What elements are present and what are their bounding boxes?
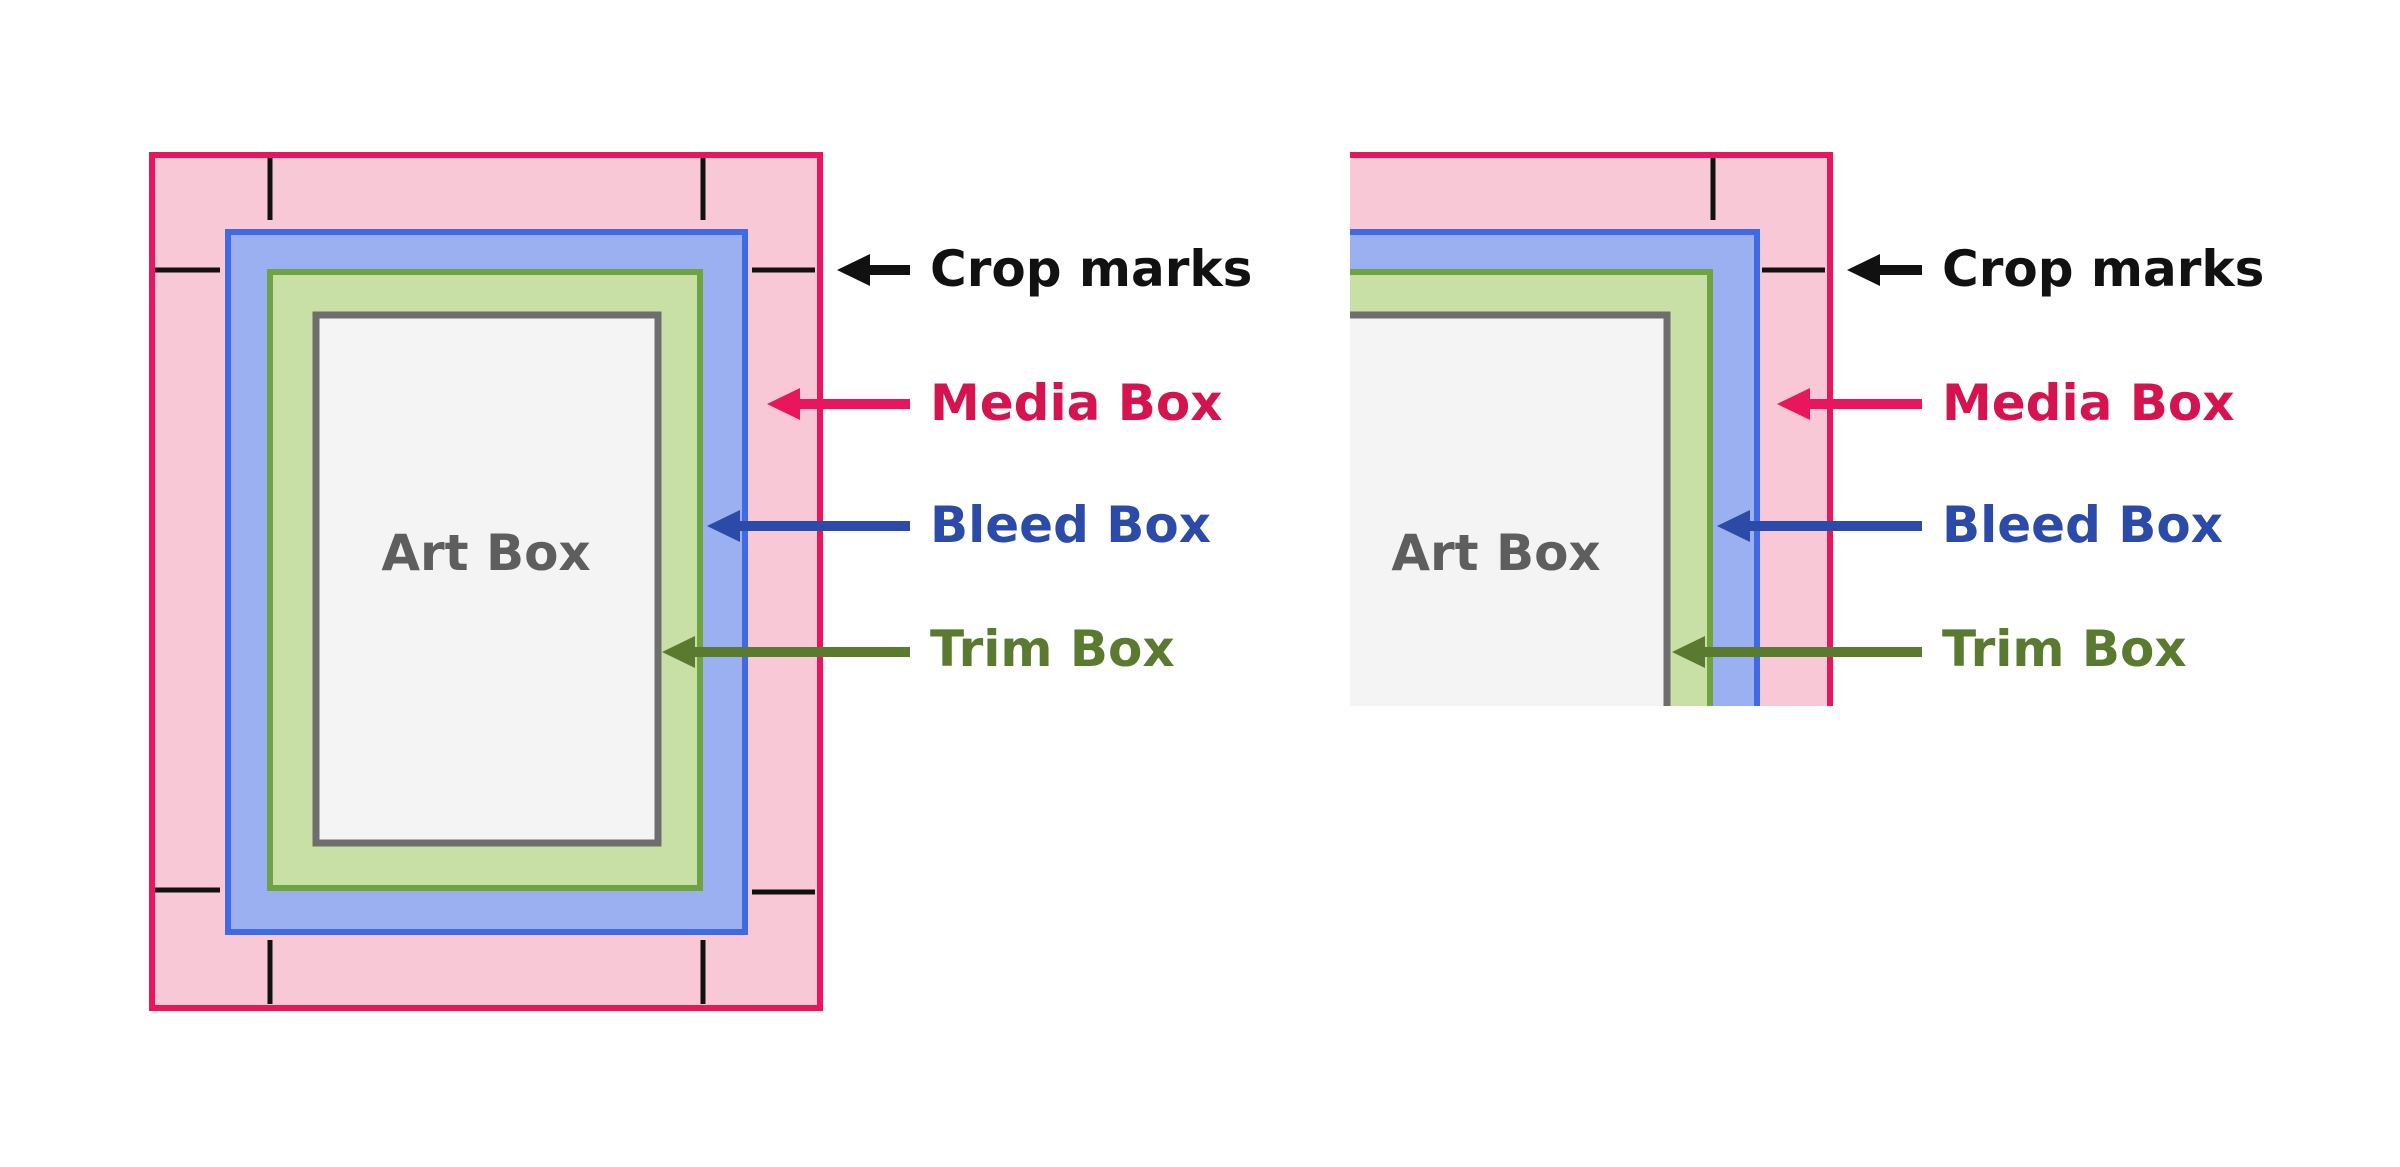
crop-marks-label: Crop marks xyxy=(1942,240,2264,298)
arrow-bleed-box xyxy=(1717,510,1922,542)
bleed-box-label: Bleed Box xyxy=(1942,496,2223,554)
media-box-label: Media Box xyxy=(1942,374,2234,432)
arrow-crop-marks xyxy=(1847,254,1922,286)
art-box-label: Art Box xyxy=(1391,524,1600,582)
cropped-corner-diagram: Art Box Crop marks Media Box Bleed Box T… xyxy=(1350,152,2264,706)
arrow-crop-marks xyxy=(837,254,910,286)
full-page-diagram: Art Box Crop marks Media Box Bleed Box T… xyxy=(149,152,1252,1011)
art-box-rect xyxy=(1350,311,1671,706)
crop-marks-left xyxy=(155,158,815,1004)
art-box-rect xyxy=(312,311,662,847)
arrow-bleed-box xyxy=(707,510,910,542)
bleed-box-label: Bleed Box xyxy=(930,496,1211,554)
trim-box-label: Trim Box xyxy=(1942,620,2187,678)
art-box-label: Art Box xyxy=(381,524,590,582)
arrow-trim-box xyxy=(662,636,910,668)
media-box-label: Media Box xyxy=(930,374,1222,432)
arrow-trim-box xyxy=(1672,636,1922,668)
arrow-media-box xyxy=(767,388,910,420)
crop-marks-label: Crop marks xyxy=(930,240,1252,298)
crop-marks-right xyxy=(1710,158,1825,273)
trim-box-label: Trim Box xyxy=(930,620,1175,678)
arrow-media-box xyxy=(1777,388,1922,420)
